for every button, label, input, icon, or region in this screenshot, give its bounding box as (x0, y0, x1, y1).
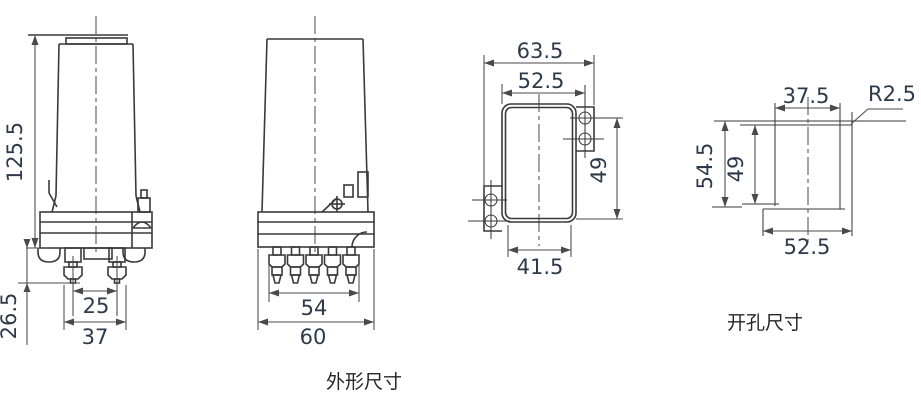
dim-label-corner-radius: R2.5 (868, 82, 916, 106)
dim-label-mount-width: 37 (82, 325, 109, 349)
dim-label-body-width: 52.5 (518, 69, 565, 93)
front-dim-25: 25 (72, 256, 118, 318)
front-dim-26-5: 26.5 (0, 239, 80, 345)
front-dim-125-5: 125.5 (3, 35, 50, 249)
side-view-body (257, 38, 375, 248)
dim-label-overall-width: 63.5 (517, 39, 564, 63)
rear-view: 63.5 52.5 49 41.5 (468, 39, 623, 279)
dim-label-overall-height: 54.5 (693, 143, 717, 190)
rear-mount-tab-bottom-left (468, 180, 510, 239)
terminal-pin (342, 246, 360, 284)
caption-outline-dimensions: 外形尺寸 (326, 371, 402, 393)
terminal-pin (268, 246, 286, 284)
rear-view-body (501, 103, 577, 223)
caption-cutout-dimensions: 开孔尺寸 (727, 312, 803, 334)
front-dim-37: 37 (63, 285, 127, 349)
dim-label-pin-protrusion: 26.5 (0, 293, 21, 340)
dim-label-inner-height: 49 (724, 156, 748, 183)
dim-label-bottom-width: 41.5 (517, 255, 564, 279)
dim-label-hole-height: 49 (587, 157, 611, 184)
terminal-pin (286, 246, 305, 284)
cutout-dim-52-5: 52.5 (763, 227, 852, 259)
front-view-screws (37, 189, 152, 263)
cutout-view: 37.5 R2.5 54.5 49 52.5 (693, 82, 916, 259)
dim-label-pin-pitch: 25 (83, 294, 110, 318)
side-view: 54 60 (257, 16, 375, 349)
cutout-dim-49: 49 (724, 125, 759, 204)
dim-label-top-width: 37.5 (783, 84, 830, 108)
front-view: 125.5 26.5 25 37 (0, 16, 153, 349)
terminal-pin (305, 246, 323, 284)
dim-label-pin-span: 54 (301, 296, 328, 320)
rear-dim-63-5: 63.5 (483, 39, 595, 188)
rear-dim-41-5: 41.5 (507, 225, 572, 279)
front-view-body (28, 34, 153, 249)
terminal-pin (323, 246, 342, 284)
rear-mount-tab-top-right (563, 85, 623, 158)
side-view-terminals (268, 246, 360, 284)
side-dim-60: 60 (257, 249, 375, 349)
cutout-geometry (712, 103, 906, 236)
rear-dim-52-5: 52.5 (501, 69, 585, 104)
dim-label-cutout-bottom-width: 52.5 (784, 235, 831, 259)
dim-label-height: 125.5 (3, 122, 27, 182)
cutout-dim-54-5: 54.5 (693, 121, 729, 207)
dim-label-width: 60 (300, 325, 327, 349)
cutout-radius-callout: R2.5 (850, 82, 916, 125)
cutout-dim-37-5: 37.5 (775, 84, 840, 112)
side-dim-54: 54 (268, 258, 360, 320)
rear-dim-49: 49 (576, 118, 623, 220)
